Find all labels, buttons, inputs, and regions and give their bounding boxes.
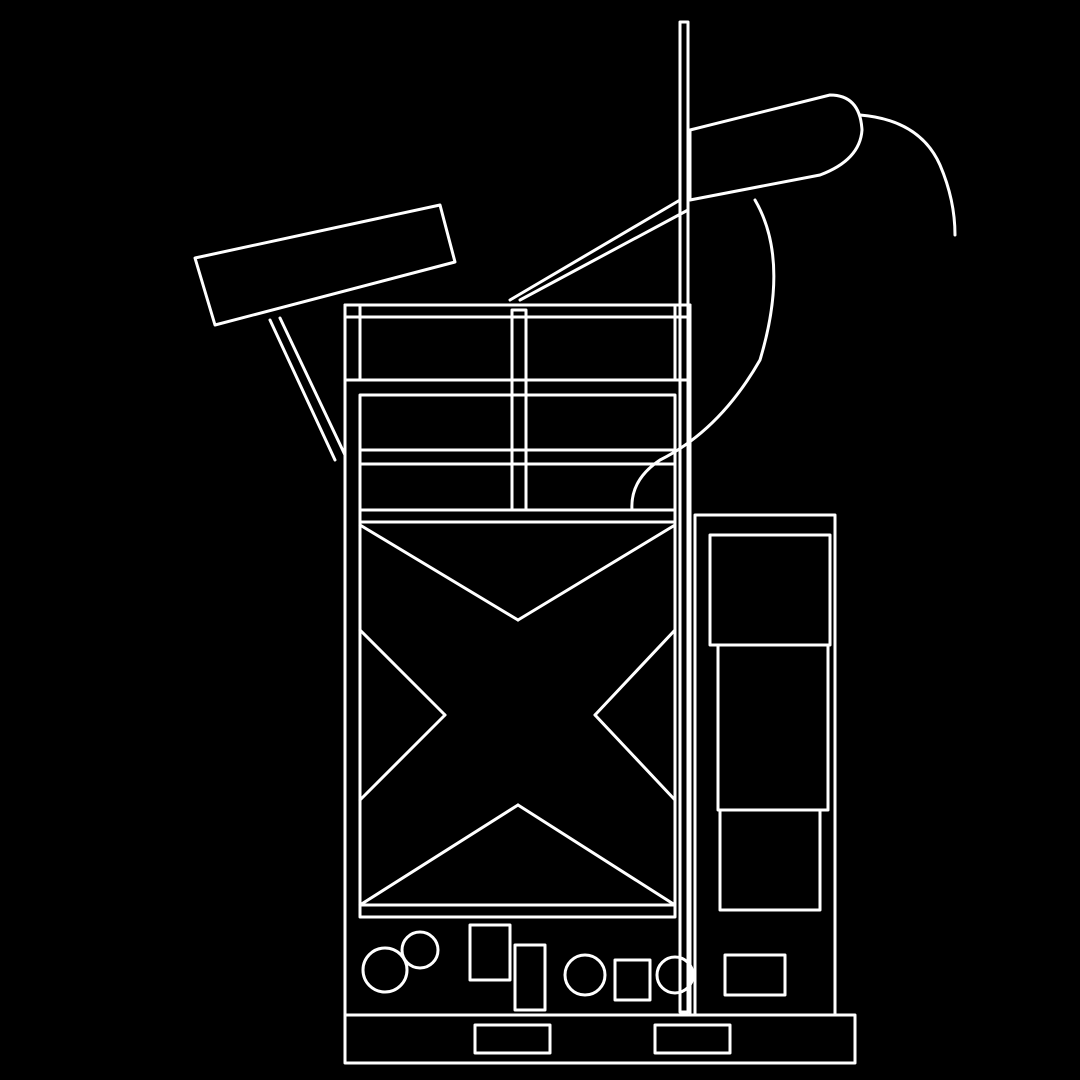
pumps-valves — [400, 930, 440, 970]
main-frame — [358, 393, 677, 907]
cross-bracing — [358, 713, 447, 802]
upper-frame — [510, 308, 528, 512]
cross-bracing — [516, 803, 677, 907]
cross-bracing — [358, 803, 520, 907]
cross-bracing — [516, 523, 677, 622]
vessel-support-struts — [268, 318, 337, 462]
cross-bracing — [358, 628, 447, 717]
base-skid — [473, 1023, 552, 1055]
cross-bracing — [358, 523, 520, 622]
main-frame — [358, 903, 677, 919]
main-frame — [343, 378, 692, 1017]
pumps-valves — [563, 953, 607, 997]
vessel-support-struts — [518, 208, 690, 302]
upper-frame — [673, 303, 692, 382]
mast — [678, 20, 690, 1014]
vessel-support-struts — [278, 316, 347, 457]
upper-frame — [343, 303, 362, 382]
pumps-valves — [613, 958, 652, 1002]
side-ladder-cage — [716, 643, 830, 812]
inclined-vessel — [193, 203, 457, 327]
pumps-valves — [468, 923, 512, 982]
pumps-valves — [361, 946, 409, 994]
vessel-support-struts — [508, 198, 682, 302]
cross-bracing — [593, 628, 677, 717]
upper-frame — [358, 448, 677, 466]
hose — [630, 198, 776, 512]
upper-frame — [358, 508, 677, 524]
side-ladder-cage — [708, 533, 832, 647]
side-ladder-cage — [693, 513, 837, 1017]
base-skid — [343, 1013, 857, 1065]
cross-bracing — [593, 713, 677, 802]
right-tank — [688, 93, 864, 202]
side-ladder-cage — [718, 808, 822, 912]
pumps-valves — [723, 953, 787, 997]
hose — [858, 113, 957, 237]
pumps-valves — [513, 943, 547, 1012]
base-skid — [653, 1023, 732, 1055]
pumps-valves — [655, 955, 695, 995]
